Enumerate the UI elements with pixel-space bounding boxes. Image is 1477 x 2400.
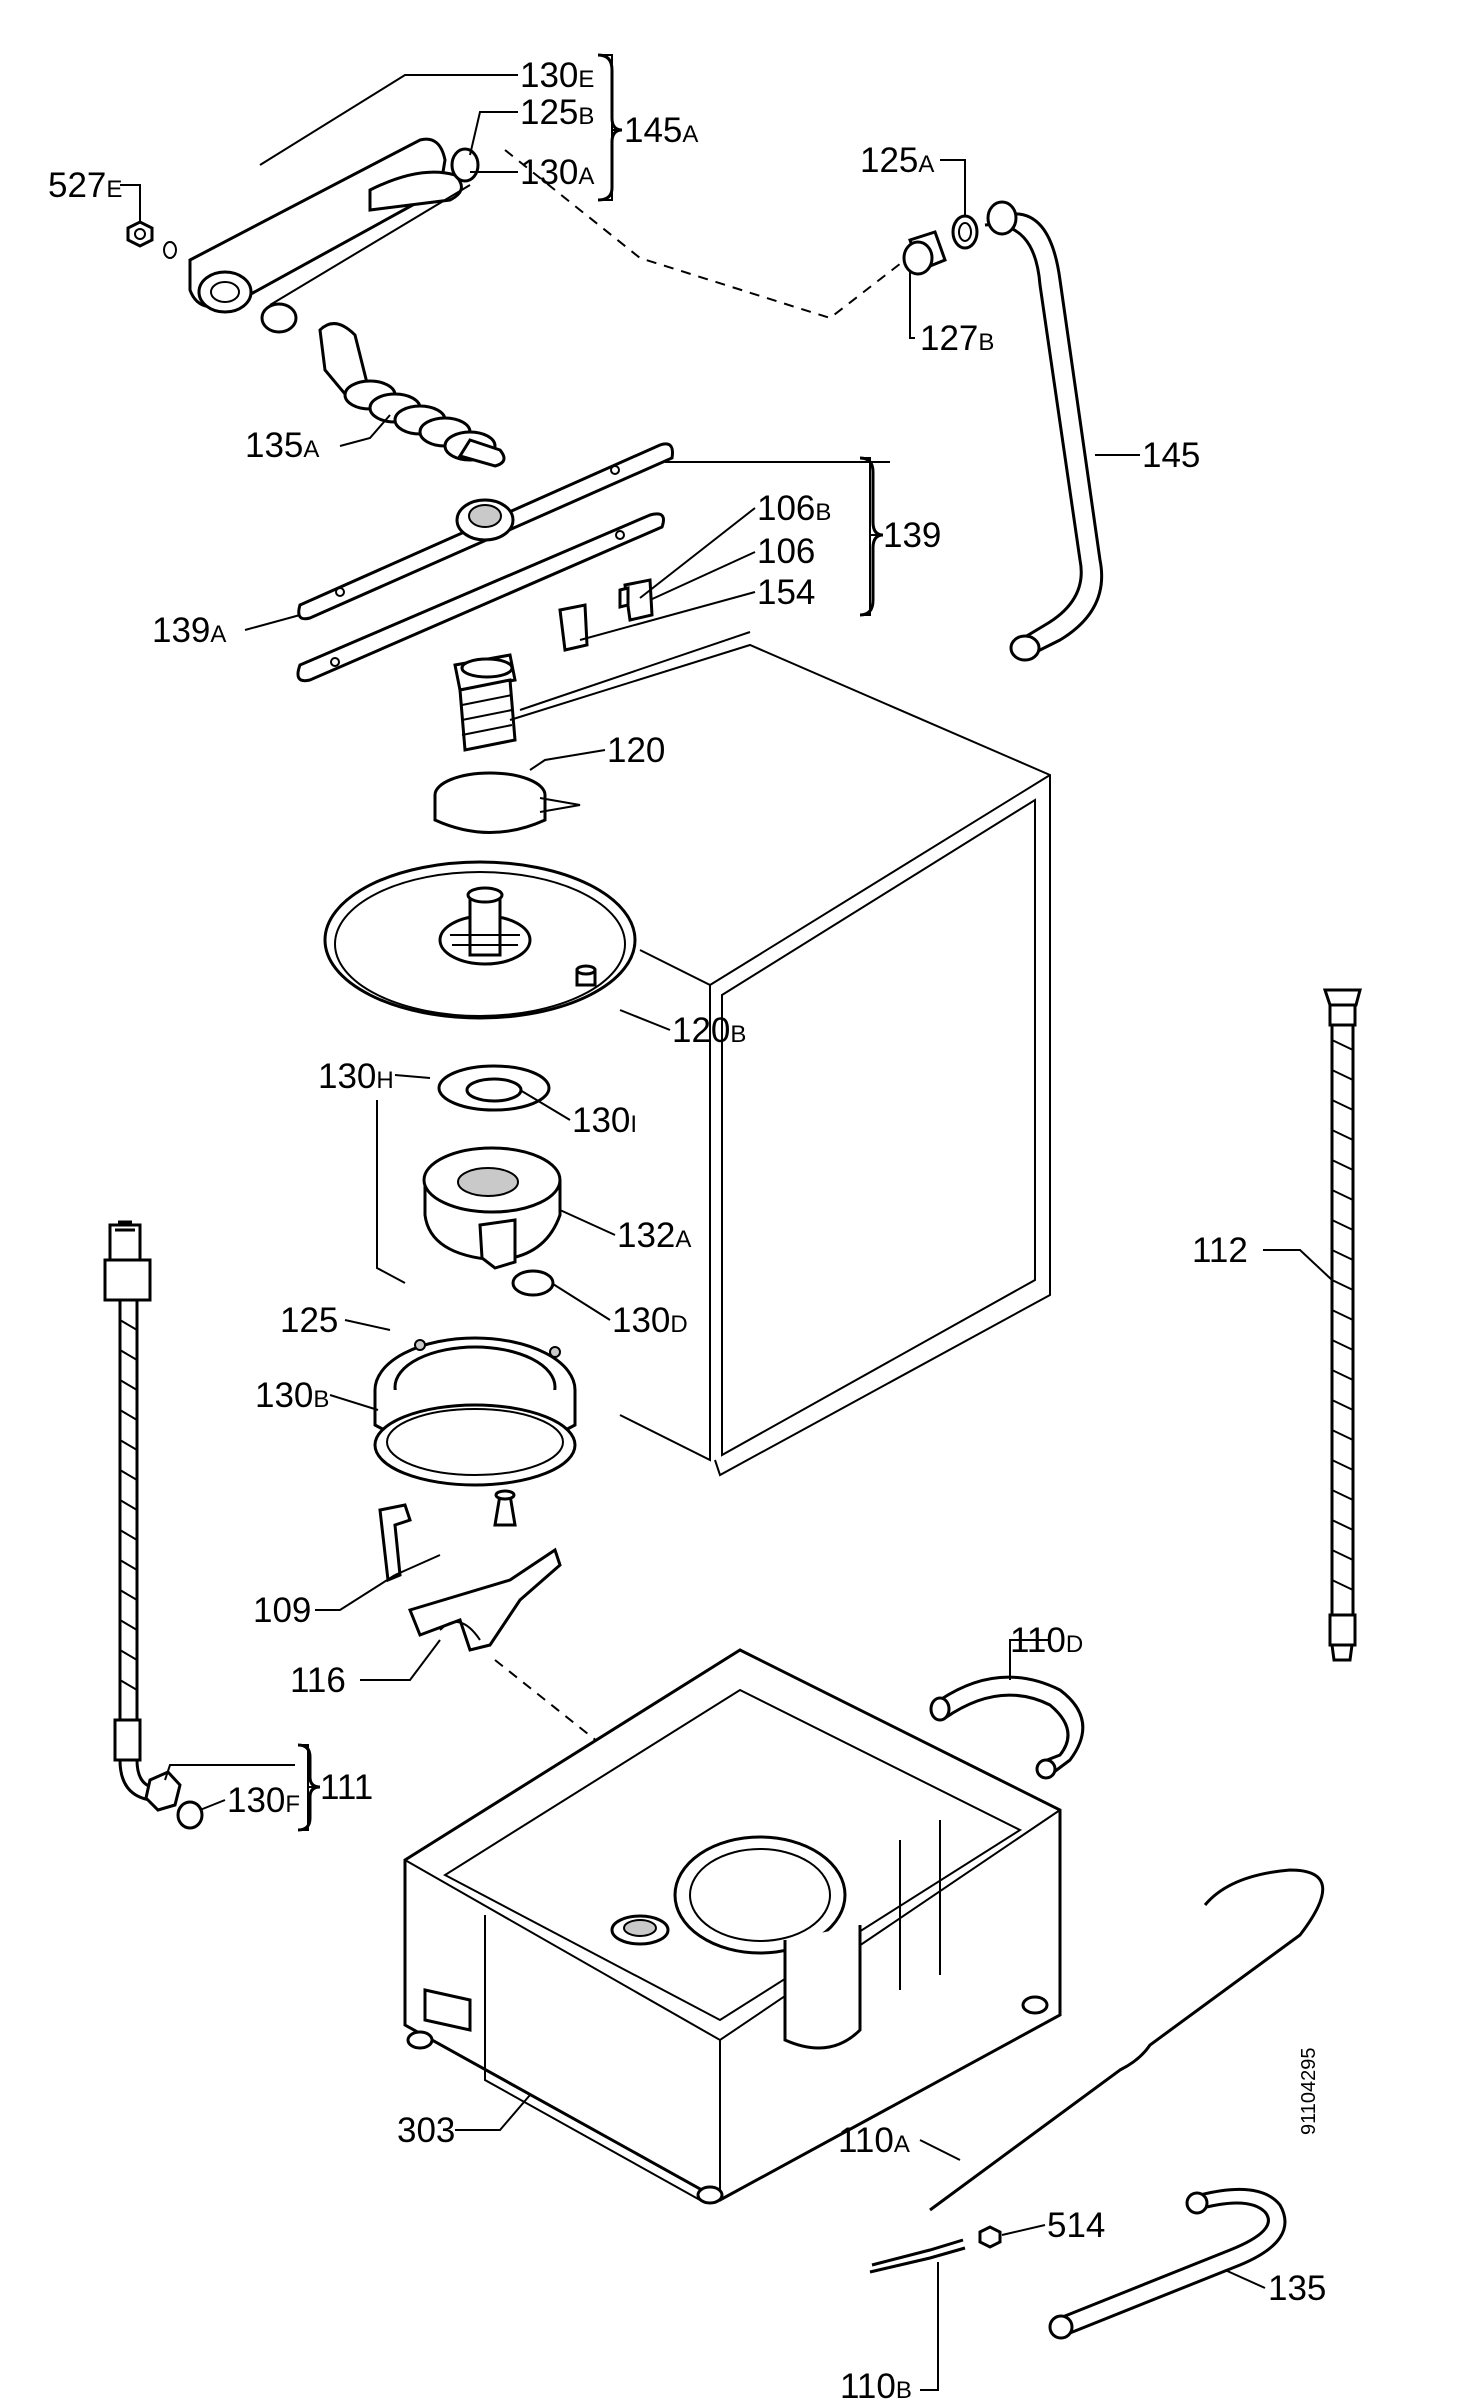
label-125A: 125A bbox=[860, 141, 934, 180]
label-130B: 130B bbox=[255, 1376, 329, 1415]
inlet-hose-111 bbox=[103, 1220, 204, 1830]
part-labels: 130E 125B 130A 145A 527E 125A 127B 145 1… bbox=[48, 56, 1326, 2400]
nut-527E bbox=[126, 220, 177, 259]
lower-spray-arm-139A bbox=[297, 442, 674, 621]
base-frame-303 bbox=[403, 1648, 1062, 2205]
hose-135 bbox=[1048, 2187, 1287, 2340]
clip-106 bbox=[558, 603, 589, 652]
spindle bbox=[453, 653, 517, 752]
bracket-116 bbox=[407, 1489, 562, 1652]
label-116: 116 bbox=[290, 1661, 346, 1700]
sump-cover-132A bbox=[422, 1146, 562, 1270]
label-130D: 130D bbox=[612, 1301, 688, 1340]
clip-106B bbox=[618, 578, 654, 622]
wire-110A bbox=[929, 1868, 1325, 2212]
tube-110B bbox=[869, 2238, 966, 2274]
label-154: 154 bbox=[757, 573, 815, 612]
label-125B: 125B bbox=[520, 93, 594, 132]
seal-130I bbox=[437, 1064, 551, 1112]
connector-127B bbox=[902, 230, 947, 276]
label-130A: 130A bbox=[520, 153, 594, 192]
label-125: 125 bbox=[280, 1301, 338, 1340]
label-130F: 130F bbox=[227, 1781, 300, 1820]
label-106: 106 bbox=[757, 532, 815, 571]
label-139A: 139A bbox=[152, 611, 226, 650]
drawing-id: 91104295 bbox=[1298, 2048, 1320, 2136]
label-120: 120 bbox=[607, 731, 665, 770]
label-145: 145 bbox=[1142, 436, 1200, 475]
o-ring-130D bbox=[511, 1269, 555, 1297]
label-135A: 135A bbox=[245, 426, 319, 465]
label-110B: 110B bbox=[840, 2367, 912, 2400]
label-130H: 130H bbox=[318, 1057, 394, 1096]
label-514: 514 bbox=[1047, 2206, 1105, 2245]
label-110D: 110D bbox=[1010, 1621, 1083, 1660]
upper-spray-arm bbox=[188, 137, 480, 334]
label-130I: 130I bbox=[572, 1101, 637, 1140]
hose-112 bbox=[1322, 988, 1362, 1662]
label-110A: 110A bbox=[838, 2121, 910, 2160]
label-111: 111 bbox=[320, 1768, 373, 1807]
part-514 bbox=[978, 2225, 1002, 2249]
alignment-line-145 bbox=[504, 149, 906, 320]
hose-135A bbox=[318, 322, 506, 468]
label-303: 303 bbox=[397, 2111, 455, 2150]
label-109: 109 bbox=[253, 1591, 311, 1630]
label-127B: 127B bbox=[920, 319, 994, 358]
label-120B: 120B bbox=[672, 1011, 746, 1050]
label-135: 135 bbox=[1268, 2269, 1326, 2308]
label-132A: 132A bbox=[617, 1216, 691, 1255]
group-braces bbox=[297, 53, 884, 1832]
label-145A: 145A bbox=[624, 111, 698, 150]
nut-120 bbox=[433, 771, 581, 834]
label-527E: 527E bbox=[48, 166, 122, 205]
lower-spray-arm-139 bbox=[296, 512, 665, 683]
label-112: 112 bbox=[1192, 1231, 1248, 1270]
cabinet-outline bbox=[509, 631, 1051, 1477]
label-130E: 130E bbox=[520, 56, 594, 95]
label-139: 139 bbox=[883, 516, 941, 555]
filter-plate-120B bbox=[323, 860, 637, 1020]
seal-130B bbox=[373, 1403, 577, 1487]
supply-pipe-145 bbox=[984, 200, 1104, 662]
ring-125A bbox=[951, 214, 979, 250]
clip-109 bbox=[378, 1503, 441, 1583]
hose-110D bbox=[929, 1675, 1085, 1780]
label-106B: 106B bbox=[757, 489, 831, 528]
bracket-line bbox=[376, 1100, 406, 1284]
